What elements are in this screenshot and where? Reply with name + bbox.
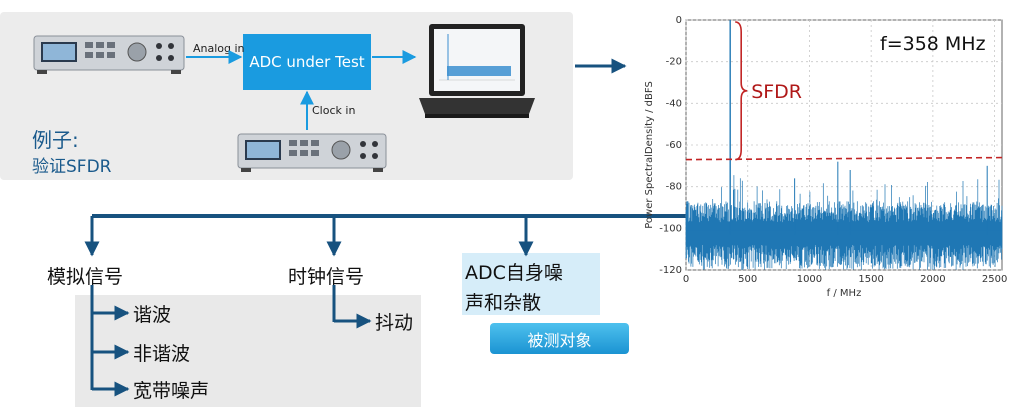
x-tick-label: 0 [683,274,689,285]
adc-under-test-box: ADC under Test [243,34,371,90]
y-tick-label: -100 [659,223,682,234]
x-tick-label: 1500 [858,274,883,285]
dut-badge: 被测对象 [490,323,629,354]
clock-item-jitter: 抖动 [375,312,414,334]
spur-lines [794,161,988,235]
grid-lines [685,19,1002,271]
noise-floor-band [686,230,1002,245]
frequency-annotation: f=358 MHz [880,33,986,55]
adc-box-label: ADC under Test [249,53,365,71]
branch-analog-label: 模拟信号 [47,266,124,288]
x-tick-label: 2500 [982,274,1007,285]
y-tick-label: 0 [676,15,682,26]
sfdr-annotation: SFDR [751,81,802,103]
branch-clock-label: 时钟信号 [288,266,365,288]
dut-badge-label: 被测对象 [527,330,592,350]
clock-generator-image [237,133,387,172]
example-subtitle: 验证SFDR [32,157,112,177]
analog-item-harmonic: 谐波 [133,304,172,326]
spectrum-chart: 0 500 1000 1500 2000 2500 0 -20 -40 -60 -80 -100 -1… [644,15,1008,299]
y-tick-label: -40 [666,98,682,109]
analog-item-broadband-noise: 宽带噪声 [133,380,210,402]
x-tick-label: 2000 [920,274,945,285]
adc-noise-box [462,253,600,315]
clock-in-label: Clock in [312,104,356,117]
y-axis-label: Power SpectralDensity / dBFS [644,81,655,229]
laptop-image [419,24,535,118]
noise-floor-series [685,175,1003,270]
y-tick-label: -20 [666,57,682,68]
x-tick-labels: 0 500 1000 1500 2000 2500 [683,274,1008,285]
branch-adc-label-line2: 声和杂散 [465,292,542,314]
y-tick-labels: 0 -20 -40 -60 -80 -100 -120 [659,15,682,276]
y-tick-label: -80 [666,182,682,193]
y-tick-label: -60 [666,140,682,151]
x-tick-label: 500 [738,274,757,285]
signal-generator-image [33,35,185,74]
x-axis-label: f / MHz [827,288,862,299]
analog-item-nonharmonic: 非谐波 [133,343,191,365]
branch-adc-label-line1: ADC自身噪 [465,262,563,284]
example-title: 例子: [32,128,79,152]
y-tick-label: -120 [659,265,682,276]
x-tick-label: 1000 [797,274,822,285]
